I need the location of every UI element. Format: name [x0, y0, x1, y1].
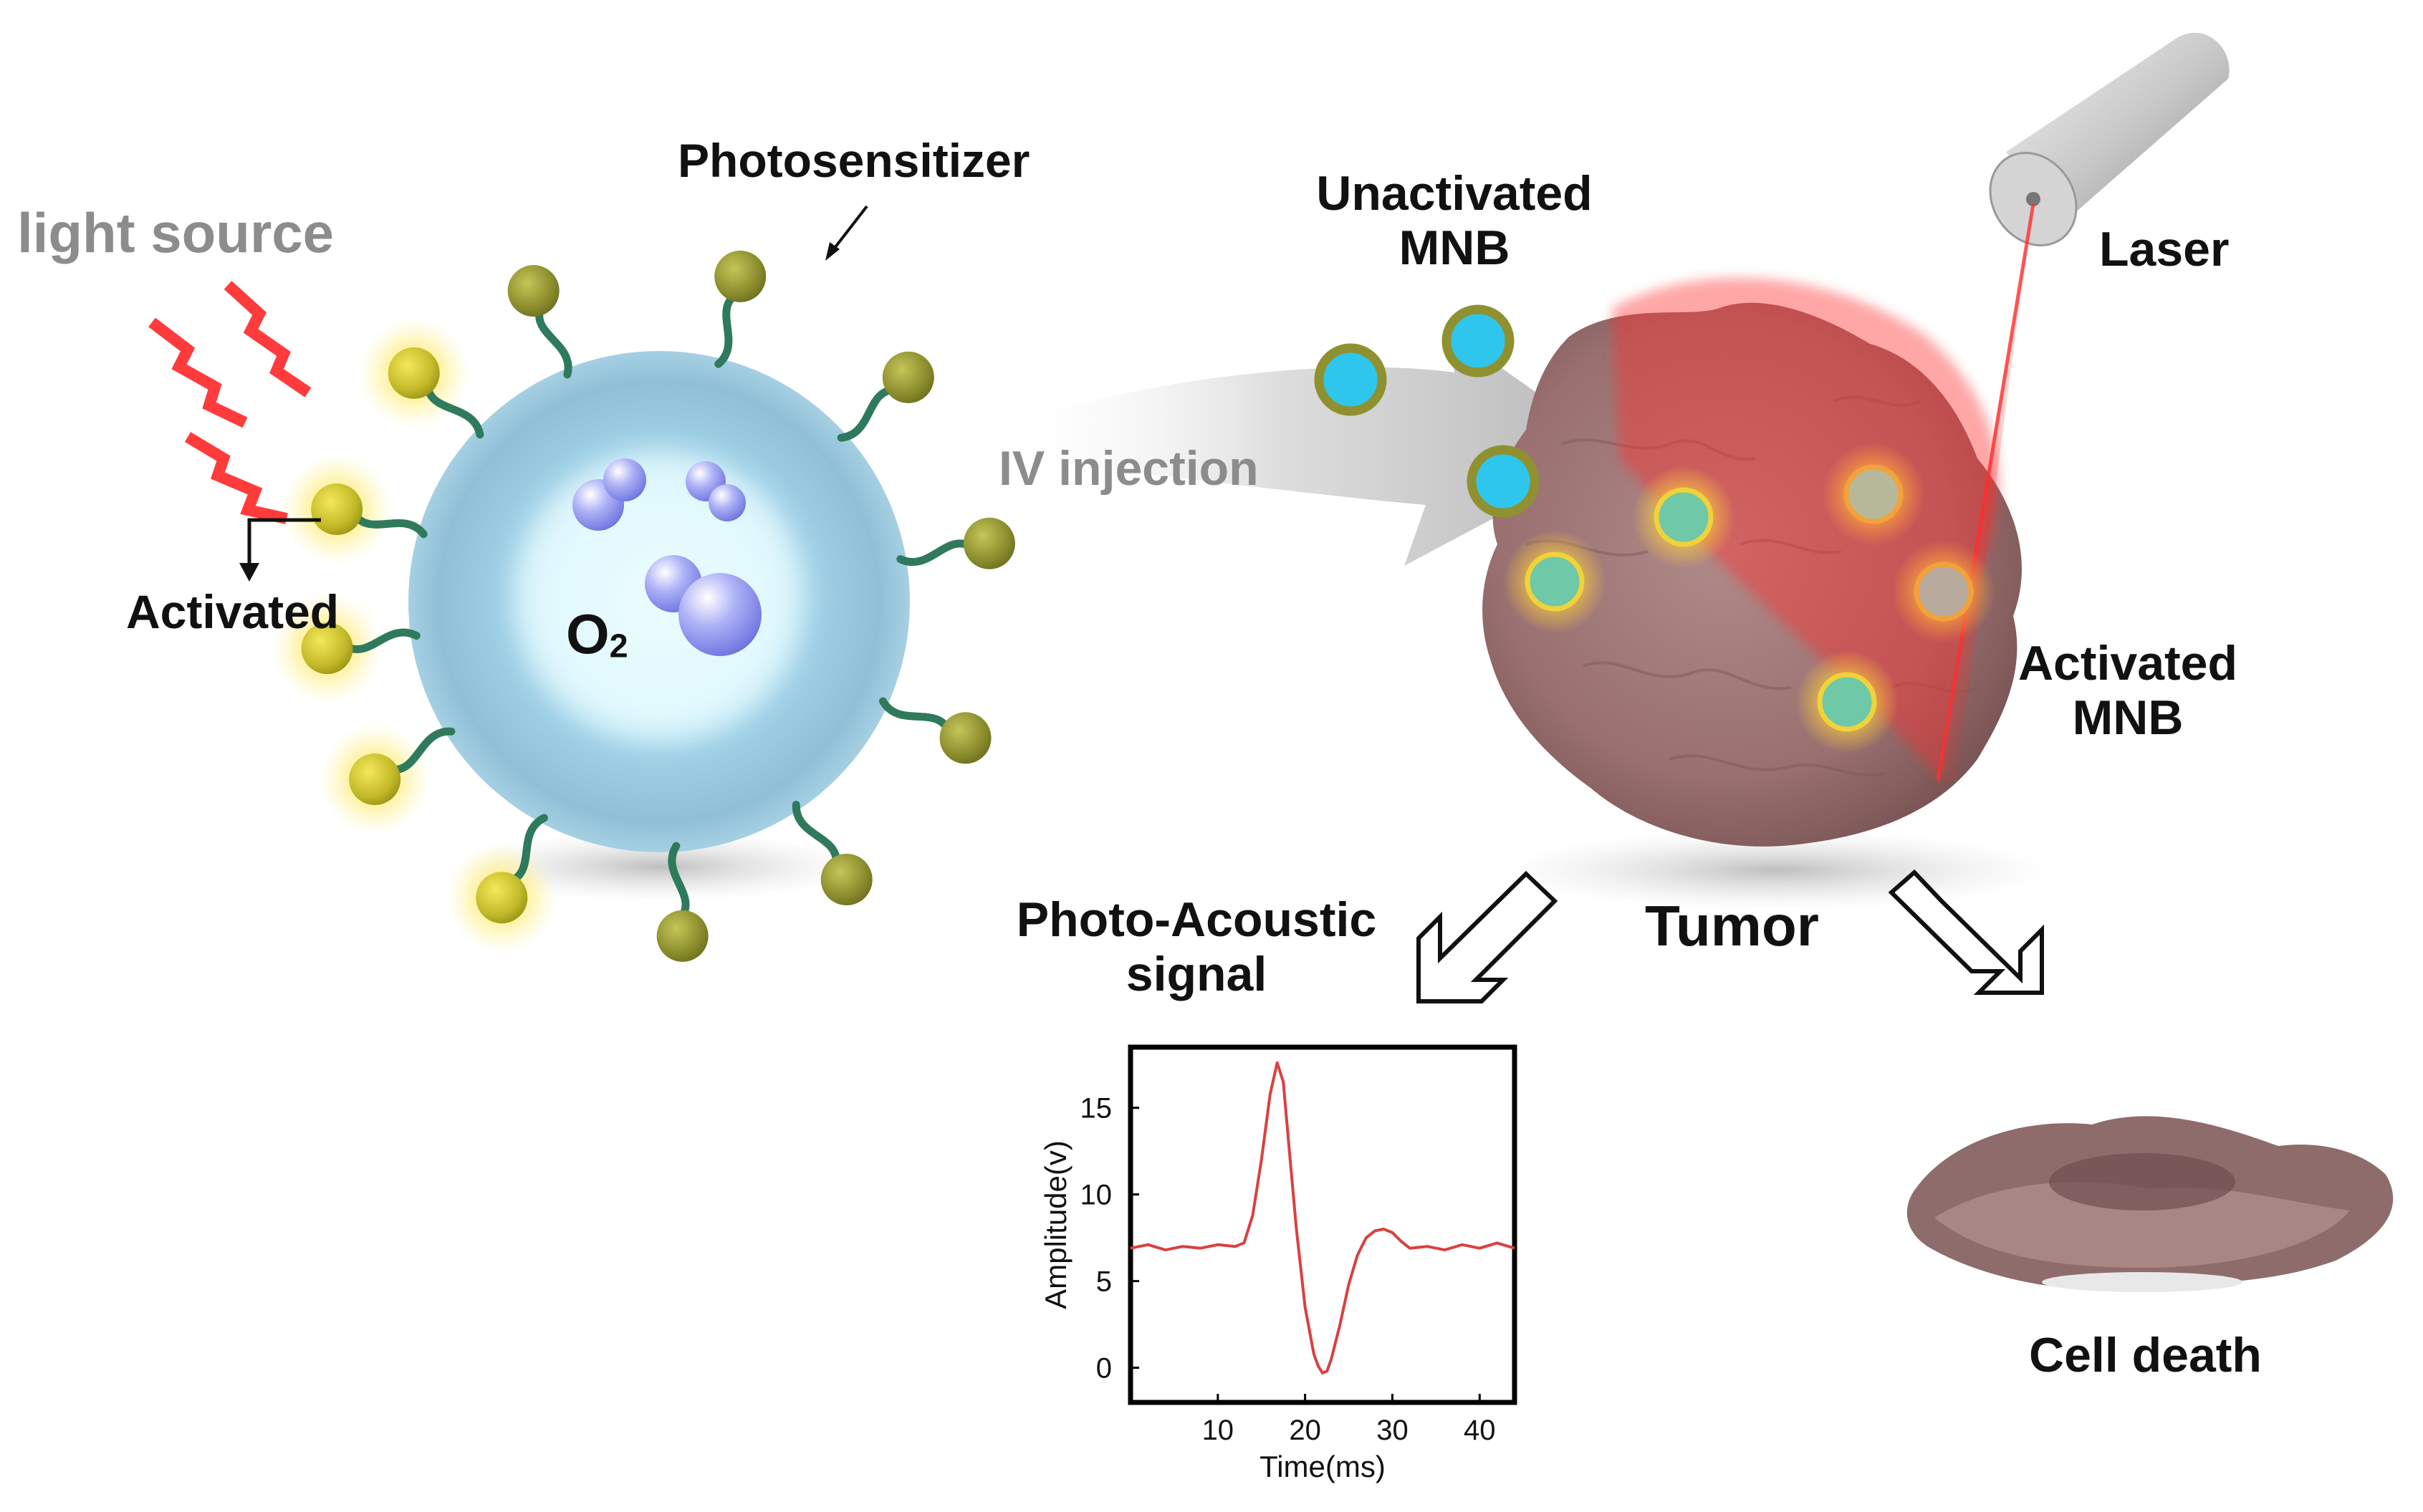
oxygen-subscript: 2	[609, 627, 628, 665]
chart-xtick-label: 30	[1376, 1415, 1409, 1446]
nanobubble	[271, 250, 1015, 962]
activated-mnb	[1632, 466, 1735, 569]
activated-mnb-label-line2: MNB	[2072, 690, 2184, 746]
activated-pointer	[239, 518, 321, 582]
oxygen-bubble	[603, 458, 646, 501]
photosensitizer-linker	[668, 842, 690, 922]
chart-xtick-label: 10	[1202, 1415, 1234, 1446]
chart-ytick-label: 10	[1080, 1180, 1113, 1211]
photosensitizer-head	[301, 622, 353, 675]
tumor-label: Tumor	[1645, 894, 1819, 958]
chart-ytick-label: 0	[1096, 1353, 1112, 1385]
photosensitizer-label: Photosensitizer	[678, 134, 1030, 187]
photosensitizer-linker	[341, 628, 421, 653]
chart-ylabel: Amplitude(v)	[1039, 1140, 1073, 1309]
photosensitizer-linker	[535, 304, 572, 379]
chart-ticks: 10 20 30 40 0 5 10 15	[1080, 1093, 1496, 1446]
photosensitizer-head	[882, 351, 934, 403]
photosensitizer-head	[963, 517, 1015, 569]
photosensitizer-head	[656, 910, 709, 962]
activated-mnbs	[1503, 443, 1995, 753]
activated-mnb	[1822, 443, 1925, 546]
oxygen-label: O2	[566, 602, 628, 665]
photosensitizer-linker	[423, 382, 484, 439]
unactivated-mnb-label: Unactivated MNB	[1282, 166, 1626, 275]
photosensitizer-linker	[896, 539, 975, 567]
chart-ytick-label: 15	[1080, 1093, 1113, 1125]
dead-cell-rim	[1934, 1182, 2350, 1268]
iv-injection-arrow	[996, 329, 1619, 566]
iv-injection-label: IV injection	[999, 441, 1259, 496]
oxygen-symbol: O	[566, 602, 610, 665]
unactivated-mnb	[1441, 304, 1515, 377]
unactivated-mnb	[1467, 445, 1540, 518]
photosensitizer-head	[939, 712, 992, 764]
chart-series-line	[1130, 1061, 1515, 1374]
photosensitizer-head	[349, 753, 401, 806]
dead-cell-hollow	[2049, 1153, 2235, 1210]
chart-xtick-label: 20	[1289, 1415, 1321, 1446]
oxygen-bubbles	[572, 458, 762, 656]
light-source-label: light source	[17, 201, 335, 264]
photoacoustic-label-line1: Photo-Acoustic	[1016, 892, 1377, 947]
photosensitizers	[271, 250, 1015, 962]
photosensitizer-linker	[878, 697, 953, 735]
unactivated-mnb-label-line1: Unactivated	[1316, 166, 1593, 221]
oxygen-bubble	[709, 484, 746, 521]
nanobubble-shadow	[459, 832, 860, 901]
dead-cell	[1906, 1116, 2394, 1292]
cell-death-label: Cell death	[2029, 1328, 2262, 1382]
photosensitizer-head	[507, 265, 560, 317]
oxygen-bubble	[678, 573, 762, 656]
photosensitizer-linker	[792, 801, 840, 868]
photosensitizer-linker	[837, 385, 898, 442]
photoacoustic-signal-label: Photo-Acoustic signal	[974, 892, 1419, 1001]
dead-cell-highlight	[2042, 1272, 2242, 1292]
unactivated-mnb	[1314, 343, 1387, 416]
arrow-to-cell-death	[1888, 869, 2044, 995]
chart-frame	[1128, 1044, 1517, 1405]
activated-label: Activated	[126, 585, 340, 638]
photosensitizer-head	[714, 250, 767, 302]
photosensitizer-linker	[714, 290, 740, 368]
photosensitizer-head	[820, 853, 873, 905]
activated-mnb	[1503, 530, 1606, 633]
activated-mnb-label-line1: Activated	[2017, 636, 2238, 690]
photosensitizer-linker	[386, 727, 456, 774]
photoacoustic-label-line2: signal	[1126, 947, 1267, 1002]
laser-aperture	[2026, 192, 2040, 206]
unactivated-mnbs	[1314, 304, 1540, 518]
lightning-icon	[148, 281, 312, 524]
photoacoustic-chart: 10 20 30 40 0 5 10 15 Time(ms) Amplitude(v)	[1039, 1044, 1517, 1483]
photosensitizer-head	[388, 347, 440, 399]
photosensitizer-head	[476, 872, 528, 924]
activated-mnb	[1795, 650, 1899, 753]
arrow-to-signal	[1416, 870, 1558, 1003]
chart-xlabel: Time(ms)	[1260, 1450, 1386, 1483]
photosensitizer-head	[311, 483, 363, 536]
activated-mnb	[1892, 540, 1995, 643]
laser-illumination	[1612, 277, 2000, 781]
photosensitizer-linker	[350, 510, 428, 539]
chart-xtick-label: 40	[1464, 1415, 1496, 1446]
chart-ytick-label: 5	[1096, 1266, 1112, 1298]
unactivated-mnb-label-line2: MNB	[1398, 221, 1510, 276]
photosensitizer-linker	[506, 814, 548, 885]
laser-label: Laser	[2099, 222, 2230, 276]
photosensitizer-pointer	[825, 205, 868, 261]
activated-mnb-label: Activated MNB	[1992, 636, 2264, 745]
